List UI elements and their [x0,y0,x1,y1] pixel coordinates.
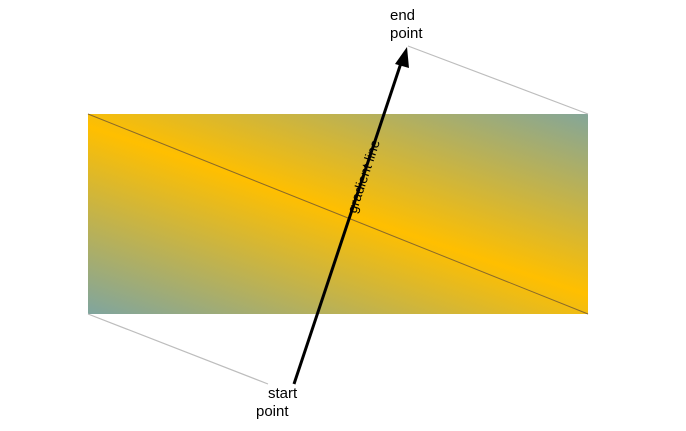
end-perpendicular-line [407,45,589,115]
start-point-label-line2: point [256,403,289,420]
start-point-label-line1: start [268,385,298,402]
arrow-head-icon [395,47,409,68]
box-diagonal-line [87,113,589,315]
end-point-label-line2: point [390,25,423,42]
end-point-label-line1: end [390,7,415,24]
start-perpendicular-line [87,313,269,385]
gradient-line-arrow [292,59,404,385]
